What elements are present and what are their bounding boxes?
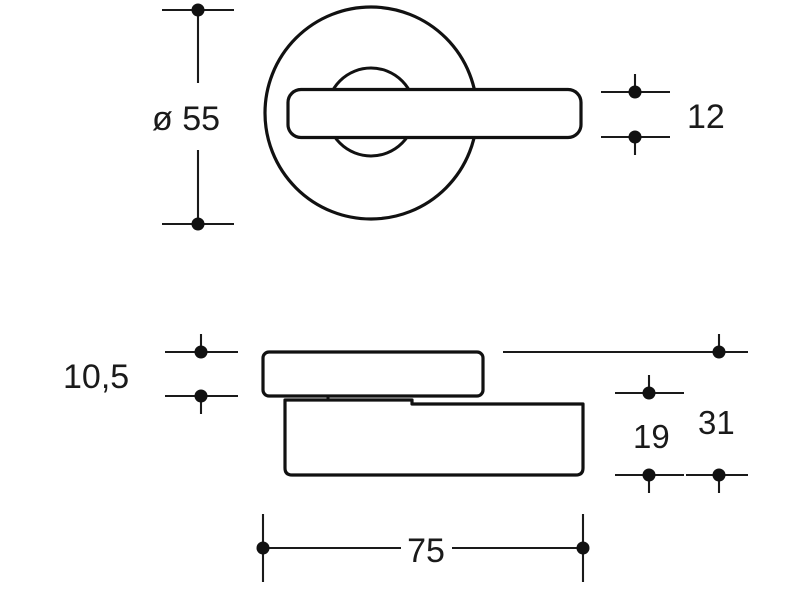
- rose-height-upper-dot: [642, 386, 656, 400]
- lever-thickness-lower-dot: [628, 130, 642, 144]
- rose-plate-side: [283, 398, 585, 477]
- lever-length-dimension: 75: [256, 514, 590, 582]
- rose-diameter-lower-dot: [191, 217, 205, 231]
- rose-diameter-label: ø 55: [152, 100, 220, 138]
- total-height-upper-dot: [712, 345, 726, 359]
- lever-height-upper-dot: [194, 345, 208, 359]
- rose-height-label: 19: [633, 418, 670, 455]
- lever-height-dimension: 10,5: [63, 334, 238, 414]
- rose-diameter-dimension: ø 55: [152, 3, 234, 231]
- total-height-lower-dot: [712, 468, 726, 482]
- side-view: [261, 350, 585, 477]
- lever-length-right-dot: [576, 541, 590, 555]
- lever-height-lower-dot: [194, 389, 208, 403]
- lever-thickness-label: 12: [687, 98, 725, 136]
- lever-length-label: 75: [407, 532, 445, 570]
- lever-bar-front: [286, 87, 583, 140]
- total-height-dimension: 31: [503, 334, 748, 493]
- lever-bar-side: [261, 350, 485, 398]
- lever-length-left-dot: [256, 541, 270, 555]
- rose-height-dimension: 19: [615, 375, 684, 493]
- front-view: [263, 5, 583, 221]
- lever-thickness-upper-dot: [628, 85, 642, 99]
- rose-diameter-upper-dot: [191, 3, 205, 17]
- lever-thickness-dimension: 12: [601, 74, 725, 155]
- rose-height-lower-dot: [642, 468, 656, 482]
- lever-height-label: 10,5: [63, 358, 129, 396]
- total-height-label: 31: [698, 404, 735, 441]
